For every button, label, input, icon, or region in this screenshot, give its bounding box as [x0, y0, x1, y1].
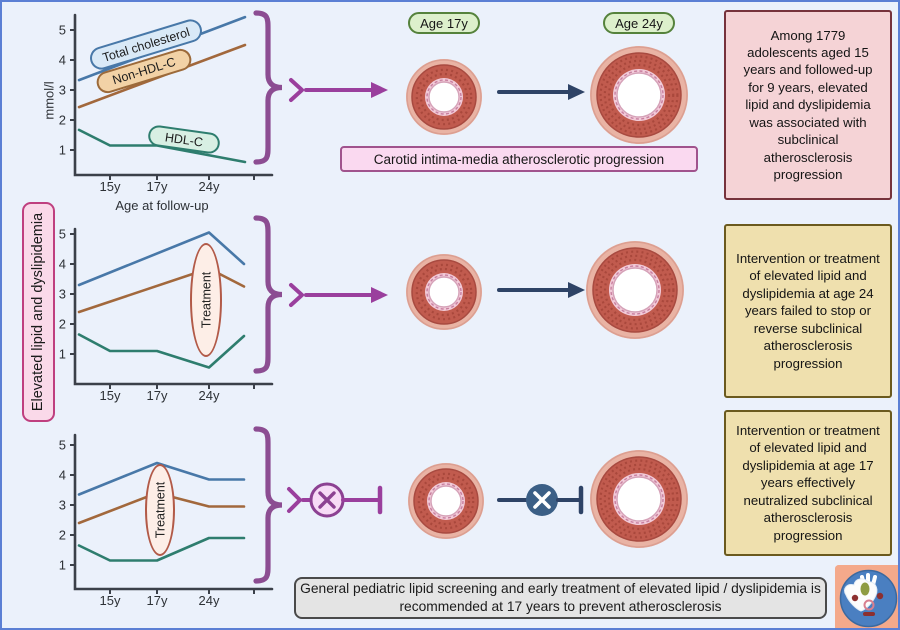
heart-logo-icon [835, 565, 898, 628]
treatment-ellipse-24y: Treatment [190, 243, 222, 357]
svg-text:1: 1 [59, 347, 66, 362]
svg-text:15y: 15y [100, 593, 121, 607]
artery-cross-section-17y-icon [406, 59, 482, 135]
purple-inhibition-arrow-icon [287, 482, 383, 518]
treatment-24y-lipid-chart: 5 4 3 2 1 15y 17y 24y [59, 227, 274, 403]
svg-text:3: 3 [59, 287, 66, 302]
purple-arrow-icon [289, 283, 388, 307]
elevated-lipid-sidebar-label: Elevated lipid and dyslipidemia [22, 202, 55, 422]
navy-inhibition-arrow-icon [497, 484, 584, 516]
svg-text:3: 3 [59, 83, 66, 98]
svg-text:17y: 17y [147, 593, 168, 607]
svg-text:24y: 24y [199, 388, 220, 403]
note-cohort-finding: Among 1779 adolescents aged 15 years and… [724, 10, 892, 200]
svg-text:4: 4 [59, 53, 66, 68]
screening-recommendation-box: General pediatric lipid screening and ea… [294, 577, 827, 619]
treatment-17y-lipid-chart: 5 4 3 2 1 15y 17y 24y [59, 433, 274, 607]
purple-arrow-icon [289, 78, 388, 102]
x-axis-label: Age at follow-up [115, 197, 209, 213]
artery-cross-section-24y-icon [586, 241, 684, 339]
treatment-ellipse-17y: Treatment [145, 464, 175, 556]
svg-text:17y: 17y [147, 179, 168, 194]
svg-text:2: 2 [59, 113, 66, 128]
carotid-progression-caption: Carotid intima-media atherosclerotic pro… [340, 146, 698, 172]
svg-text:5: 5 [59, 227, 66, 242]
artery-cross-section-24y-icon [590, 46, 688, 144]
svg-text:5: 5 [59, 23, 66, 38]
svg-text:1: 1 [59, 558, 66, 573]
svg-text:24y: 24y [199, 179, 220, 194]
svg-text:3: 3 [59, 498, 66, 513]
svg-text:5: 5 [59, 438, 66, 453]
curly-brace-icon [253, 10, 283, 165]
note-treatment-17y: Intervention or treatment of elevated li… [724, 410, 892, 556]
age-17y-badge: Age 17y [408, 12, 480, 34]
svg-text:24y: 24y [199, 593, 220, 607]
navy-arrow-icon [497, 84, 585, 100]
svg-text:17y: 17y [147, 388, 168, 403]
navy-arrow-icon [497, 282, 585, 298]
age-24y-badge: Age 24y [603, 12, 675, 34]
svg-text:2: 2 [59, 528, 66, 543]
note-treatment-24y: Intervention or treatment of elevated li… [724, 224, 892, 398]
svg-text:15y: 15y [100, 179, 121, 194]
artery-cross-section-24y-icon [590, 450, 688, 548]
artery-cross-section-17y-icon [406, 254, 482, 330]
curly-brace-icon [253, 426, 283, 584]
curly-brace-icon [253, 215, 283, 374]
journal-logo [835, 565, 898, 628]
svg-text:2: 2 [59, 317, 66, 332]
svg-text:1: 1 [59, 143, 66, 158]
artery-cross-section-17y-icon [408, 463, 484, 539]
svg-text:4: 4 [59, 257, 66, 272]
svg-text:4: 4 [59, 468, 66, 483]
y-axis-unit-label: mmol/l [41, 80, 57, 120]
svg-text:15y: 15y [100, 388, 121, 403]
